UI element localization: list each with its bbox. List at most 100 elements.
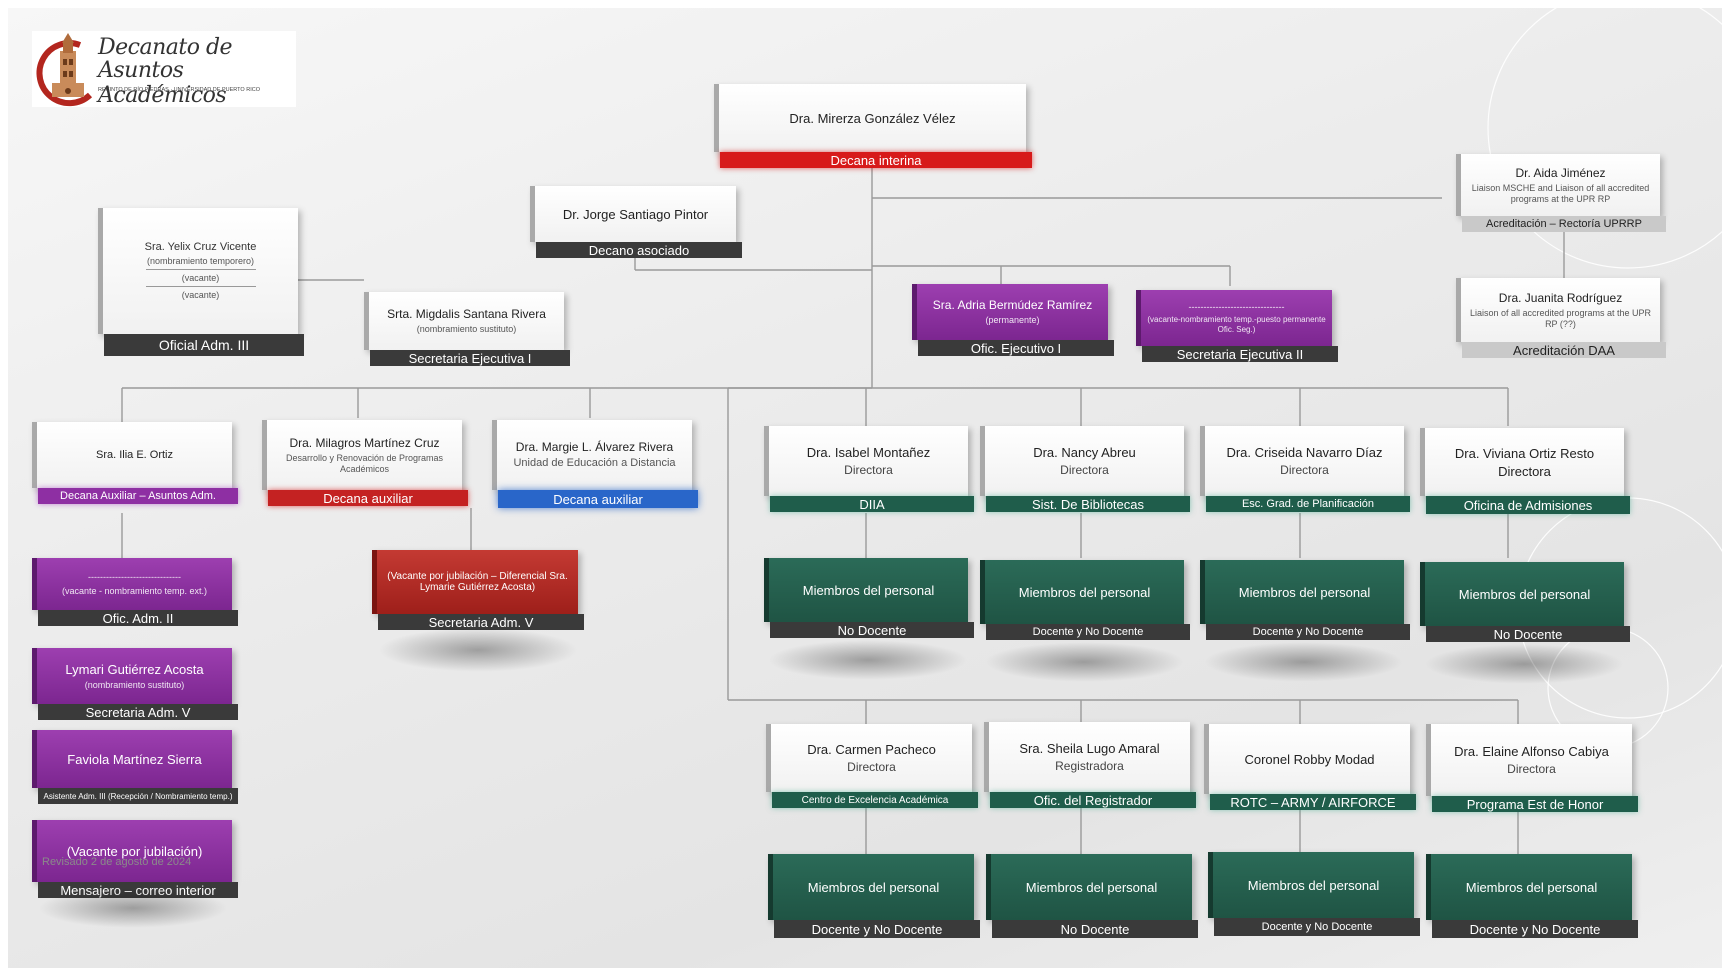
admin-staff-gutierrez-node: Lymari Gutiérrez Acosta (nombramiento su… [32,648,238,720]
associate-dean-title: Decano asociado [536,242,742,258]
aux-dean-ortiz-name: Sra. Ilia E. Ortiz [95,449,174,461]
oficial-adm-iii-line4: (vacante) [181,290,220,301]
acreditacion-daa-title: Acreditación DAA [1462,342,1666,358]
secretaria-ejecutiva-ii-title: Secretaria Ejecutiva II [1142,346,1338,362]
ofic-ejecutivo-i-note: (permanente) [985,315,1040,326]
logo-title-line1: Decanato de [98,35,233,60]
director-rotc-unit: ROTC – ARMY / AIRFORCE [1210,794,1416,810]
staff-diia-type: No Docente [770,622,974,638]
director-honor-name: Dra. Elaine Alfonso Cabiya [1454,744,1609,759]
org-chart-canvas: Decanato de Asuntos Académicos RECINTO D… [8,8,1722,968]
oficial-adm-iii-line3: (vacante) [181,273,220,284]
staff-planificacion-type: Docente y No Docente [1206,624,1410,640]
secretaria-adm-v-vacante-text: (Vacante por jubilación – Diferencial Sr… [387,570,568,594]
acreditacion-daa-node: Dra. Juanita Rodríguez Liaison of all ac… [1456,278,1666,358]
director-cea-unit: Centro de Excelencia Académica [772,792,978,808]
connector-lines [121,8,1722,854]
staff-planificacion-node: Miembros del personal Docente y No Docen… [1200,560,1410,640]
director-registrador-unit: Ofic. del Registrador [990,792,1196,808]
staff-honor-label: Miembros del personal [1465,879,1598,895]
director-diia-role: Directora [844,463,893,477]
revision-date: Revisado 2 de agosto de 2024 [42,856,192,868]
shadow [1204,642,1404,682]
staff-planificacion-label: Miembros del personal [1238,584,1371,600]
director-registrador-node: Sra. Sheila Lugo Amaral Registradora Ofi… [984,722,1196,808]
staff-diia-node: Miembros del personal No Docente [764,558,974,638]
aux-dean-ortiz-title: Decana Auxiliar – Asuntos Adm. [38,488,238,504]
admin-staff-mensajero-node: (Vacante por jubilación) Mensajero – cor… [32,820,238,898]
staff-rotc-label: Miembros del personal [1247,877,1380,893]
admin-staff-gutierrez-title: Secretaria Adm. V [38,704,238,720]
director-planificacion-unit: Esc. Grad. de Planificación [1206,496,1410,512]
ofic-ejecutivo-i-title: Ofic. Ejecutivo I [918,340,1114,356]
dean-title: Decana interina [720,152,1032,168]
dean-node: Dra. Mirerza González Vélez Decana inter… [714,84,1032,168]
university-tower-icon [36,33,93,107]
aux-dean-alvarez-title: Decana auxiliar [498,490,698,508]
secretaria-ejecutiva-i-title: Secretaria Ejecutiva I [370,350,570,366]
director-admisiones-unit: Oficina de Admisiones [1426,496,1630,514]
admin-staff-martinez-title: Asistente Adm. III (Recepción / Nombrami… [38,788,238,804]
director-bibliotecas-node: Dra. Nancy Abreu Directora Sist. De Bibl… [980,426,1190,512]
director-rotc-node: Coronel Robby Modad ROTC – ARMY / AIRFOR… [1204,724,1416,810]
aux-dean-martinez-title: Decana auxiliar [268,490,468,506]
admin-staff-ofic-adm-ii-title: Ofic. Adm. II [38,610,238,626]
oficial-adm-iii-line1: Sra. Yelix Cruz Vicente [144,241,257,254]
acreditacion-daa-note: Liaison of all accredited programs at th… [1469,308,1652,329]
acreditacion-rectoria-node: Dr. Aida Jiménez Liaison MSCHE and Liais… [1456,154,1666,232]
director-bibliotecas-role: Directora [1060,463,1109,477]
director-admisiones-node: Dra. Viviana Ortiz Resto Directora Ofici… [1420,428,1630,514]
secretaria-ejecutiva-ii-node: -------------------------------- (vacant… [1136,290,1338,362]
shadow [38,888,228,928]
aux-dean-alvarez-sub: Unidad de Educación a Distancia [513,457,676,470]
director-honor-unit: Programa Est de Honor [1432,796,1638,812]
director-honor-node: Dra. Elaine Alfonso Cabiya Directora Pro… [1426,724,1638,812]
staff-cea-label: Miembros del personal [807,879,940,895]
logo-title-line2: Asuntos Académicos [98,58,227,108]
associate-dean-name: Dr. Jorge Santiago Pintor [562,206,709,222]
director-admisiones-role: Directora [1498,463,1551,479]
staff-registrador-type: No Docente [992,920,1198,938]
director-registrador-name: Sra. Sheila Lugo Amaral [1019,741,1160,756]
aux-dean-martinez-sub: Desarrollo y Renovación de Programas Aca… [285,453,444,474]
staff-diia-label: Miembros del personal [802,582,935,598]
director-cea-name: Dra. Carmen Pacheco [807,742,936,757]
admin-staff-gutierrez-name: Lymari Gutiérrez Acosta [65,661,204,677]
acreditacion-daa-name: Dra. Juanita Rodríguez [1498,291,1623,306]
staff-cea-type: Docente y No Docente [774,920,980,938]
director-admisiones-name: Dra. Viviana Ortiz Resto [1454,445,1595,461]
staff-honor-node: Miembros del personal Docente y No Docen… [1426,854,1638,938]
oficial-adm-iii-node: Sra. Yelix Cruz Vicente (nombramiento te… [98,208,304,356]
director-honor-role: Directora [1507,762,1556,776]
director-registrador-role: Registradora [1055,759,1124,773]
director-cea-role: Directora [847,760,896,774]
secretaria-adm-v-vacante-node: (Vacante por jubilación – Diferencial Sr… [372,550,584,630]
admin-staff-ofic-adm-ii-node: ------------------------------- (vacante… [32,558,238,626]
admin-staff-mensajero-title: Mensajero – correo interior [38,882,238,898]
staff-registrador-label: Miembros del personal [1025,879,1158,895]
aux-dean-martinez-node: Dra. Milagros Martínez Cruz Desarrollo y… [262,420,468,506]
aux-dean-alvarez-node: Dra. Margie L. Álvarez Rivera Unidad de … [492,420,698,508]
staff-cea-node: Miembros del personal Docente y No Docen… [768,854,980,938]
staff-admisiones-type: No Docente [1426,626,1630,642]
secretaria-ejecutiva-ii-dash: -------------------------------- [1188,302,1285,313]
oficial-adm-iii-line2: (nombramiento temporero) [146,255,255,266]
director-planificacion-name: Dra. Criseida Navarro Díaz [1226,445,1383,460]
admin-staff-martinez-node: Faviola Martínez Sierra Asistente Adm. I… [32,730,238,804]
staff-bibliotecas-label: Miembros del personal [1018,584,1151,600]
director-cea-node: Dra. Carmen Pacheco Directora Centro de … [766,724,978,808]
logo-subtitle: RECINTO DE RÍO PIEDRAS · UNIVERSIDAD DE … [98,87,260,93]
shadow [984,642,1184,682]
admin-staff-mensajero-name: (Vacante por jubilación) [66,843,203,859]
director-diia-name: Dra. Isabel Montañez [806,445,931,460]
separator [145,269,256,271]
daa-logo: Decanato de Asuntos Académicos RECINTO D… [32,31,296,108]
director-diia-unit: DIIA [770,496,974,512]
staff-bibliotecas-type: Docente y No Docente [986,624,1190,640]
secretaria-ejecutiva-i-note: (nombramiento sustituto) [416,324,517,335]
admin-staff-ofic-adm-ii-name: ------------------------------- [88,572,181,583]
admin-staff-martinez-name: Faviola Martínez Sierra [67,751,202,767]
staff-bibliotecas-node: Miembros del personal Docente y No Docen… [980,560,1190,640]
secretaria-adm-v-vacante-title: Secretaria Adm. V [378,614,584,630]
admin-staff-ofic-adm-ii-note: (vacante - nombramiento temp. ext.) [61,585,208,596]
